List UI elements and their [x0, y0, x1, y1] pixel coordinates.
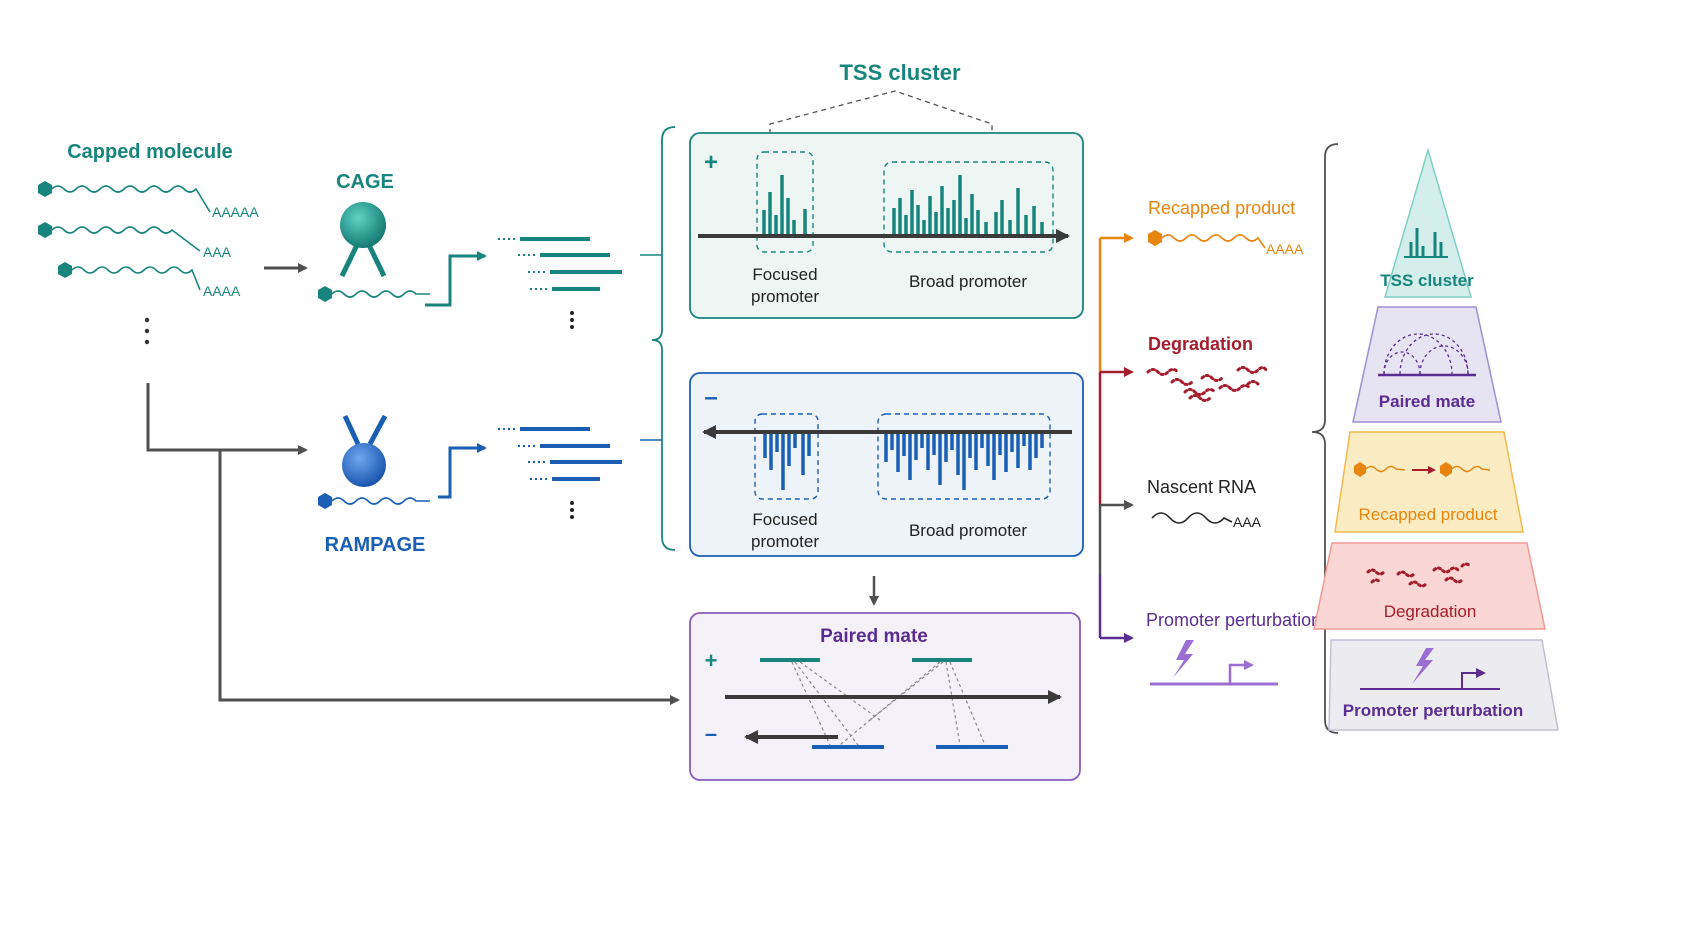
- cap-icon: [58, 262, 72, 278]
- tss-cluster-mini-peaks: [1404, 228, 1448, 258]
- pyramid-label-recapped-product: Recapped product: [1359, 505, 1498, 524]
- pyramid-tier-promoter-perturbation: [1328, 639, 1559, 731]
- plus-strand-sign: +: [705, 648, 718, 673]
- ellipsis-dots: [570, 501, 574, 519]
- cage-read-arrow: [425, 251, 487, 307]
- ellipsis-dots: [570, 311, 574, 329]
- poly-a-tail: AAA: [203, 244, 232, 260]
- ellipsis-dots: [144, 317, 150, 345]
- mate-links: [791, 661, 986, 746]
- pyramid-tier-recapped-product: [1334, 431, 1524, 533]
- pyramid-tier-tss-cluster: [1383, 147, 1473, 298]
- nascent-rna: AAA: [1151, 512, 1262, 530]
- minus-strand-sign: –: [704, 384, 717, 411]
- recapped-rna: AAAA: [1148, 230, 1304, 257]
- focused-promoter-label: Focused: [752, 265, 817, 284]
- rampage-captured-rna: [318, 493, 430, 509]
- poly-a-tail: AAAA: [1266, 241, 1304, 257]
- plus-strand-sign: +: [704, 149, 718, 176]
- perturbation-mini-icon: [1360, 648, 1500, 690]
- nascent-rna-title: Nascent RNA: [1147, 477, 1256, 497]
- lightning-icon: [1412, 648, 1434, 684]
- promoter-perturbation-icon: [1150, 640, 1278, 686]
- cage-protein-icon: [339, 202, 387, 278]
- pyramid-label-promoter-perturbation: Promoter perturbation: [1343, 701, 1523, 720]
- cage-captured-rna: [318, 286, 430, 302]
- cage-reads: [520, 237, 622, 291]
- plus-tss-peaks: [762, 175, 1044, 236]
- rampage-label: RAMPAGE: [325, 534, 426, 556]
- poly-a-tail: AAAA: [203, 283, 241, 299]
- broad-promoter-box: [883, 161, 1054, 253]
- cap-icon: [1148, 230, 1162, 246]
- paired-mate-arcs-icon: [1383, 333, 1469, 375]
- pyramid-label-paired-mate: Paired mate: [1379, 392, 1475, 411]
- cap-icon: [38, 222, 52, 238]
- pyramid-label-tss-cluster: TSS cluster: [1380, 271, 1474, 290]
- pyramid-tier-degradation: [1313, 542, 1546, 630]
- broad-promoter-box: [877, 413, 1051, 500]
- focused-promoter-label-2: promoter: [751, 532, 819, 551]
- minus-strand-sign: –: [705, 721, 717, 746]
- arrow-to-rampage: [146, 383, 308, 455]
- cap-icon: [1440, 462, 1452, 477]
- cage-read-dots: [498, 238, 550, 290]
- rampage-read-dots: [498, 428, 550, 480]
- pyramid-tier-paired-mate: [1352, 306, 1502, 423]
- cap-icon: [38, 181, 52, 197]
- focused-promoter-box: [754, 413, 819, 500]
- capped-molecule-2: AAA: [38, 222, 232, 260]
- recapped-mini-icon: [1354, 462, 1491, 477]
- tss-cluster-title: TSS cluster: [839, 60, 960, 85]
- pyramid-label-degradation: Degradation: [1384, 602, 1477, 621]
- right-brace: [1311, 143, 1339, 734]
- poly-a-tail: AAAAA: [212, 204, 259, 220]
- minus-tss-peaks: [763, 432, 1044, 490]
- plus-strand-panel: [689, 132, 1084, 319]
- paired-mate-title: Paired mate: [820, 626, 928, 647]
- tss-arrow-icon: [1461, 668, 1486, 689]
- degraded-mini-fragments: [1366, 562, 1472, 588]
- focused-promoter-box: [756, 151, 814, 253]
- broad-promoter-label: Broad promoter: [909, 272, 1027, 291]
- rampage-reads: [520, 427, 622, 481]
- arrow-to-paired-mate: [218, 450, 680, 705]
- rampage-protein-icon: [342, 414, 388, 487]
- lightning-icon: [1173, 640, 1194, 678]
- minus-strand-panel: [689, 372, 1084, 557]
- promoter-perturbation-title: Promoter perturbation: [1146, 610, 1321, 630]
- degradation-title: Degradation: [1148, 334, 1253, 354]
- cage-label: CAGE: [336, 171, 394, 193]
- capped-molecule-3: AAAA: [58, 262, 241, 299]
- left-brace: [651, 126, 676, 551]
- tss-arrow-icon: [1228, 660, 1254, 684]
- capped-molecule-title: Capped molecule: [67, 141, 233, 163]
- degraded-fragments: [1146, 366, 1268, 402]
- recapped-product-title: Recapped product: [1148, 198, 1295, 218]
- focused-promoter-label: Focused: [752, 510, 817, 529]
- broad-promoter-label: Broad promoter: [909, 521, 1027, 540]
- capped-molecule-1: AAAAA: [38, 181, 259, 220]
- poly-a-tail: AAA: [1233, 514, 1262, 530]
- focused-promoter-label-2: promoter: [751, 287, 819, 306]
- rampage-read-arrow: [438, 443, 487, 499]
- cap-icon: [1354, 462, 1366, 477]
